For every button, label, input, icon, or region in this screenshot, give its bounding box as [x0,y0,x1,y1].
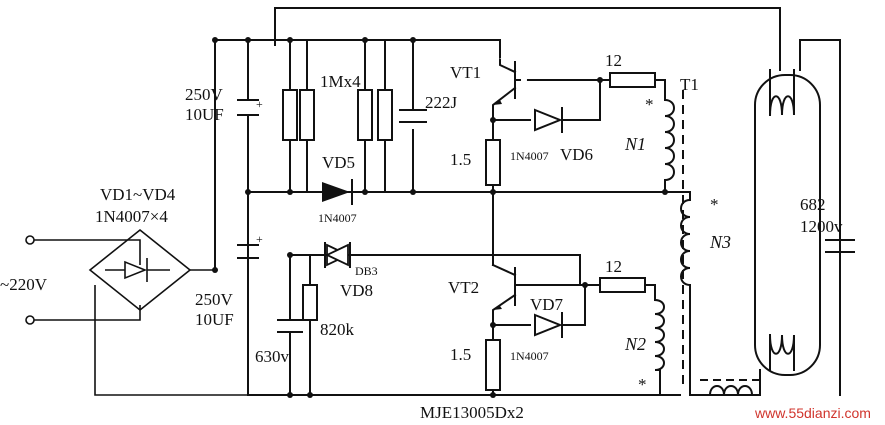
dot-mark-n3: * [710,195,719,214]
wires [30,7,841,396]
coil-n2 [653,298,665,371]
label-vd1-vd4: VD1~VD4 [100,185,176,204]
label-diode-bridge: 1N4007×4 [95,207,168,226]
svg-text:+: + [256,232,263,246]
cap-10uf-top: + [237,97,263,141]
labels: VD1~VD4 1N4007×4 ~220V 250V 10UF 250V 10… [0,51,871,422]
resistor-12-top [609,72,656,88]
label-cap-630v: 630v [255,347,290,366]
label-db3: DB3 [355,264,378,278]
label-vd7: VD7 [530,295,564,314]
label-vd6-part: 1N4007 [510,149,549,163]
label-n1: N1 [624,134,646,154]
label-resistors-1mx4: 1Mx4 [320,72,361,91]
diac-db3 [324,242,351,268]
coil-n1 [663,98,675,182]
dot-mark-n2: * [638,375,647,394]
resistor-12-bottom [599,277,646,293]
label-vt2: VT2 [448,278,479,297]
label-cap-222j: 222J [425,93,458,112]
cap-630v [277,319,303,346]
diode-vd7 [534,312,576,338]
transistor-vt1 [483,58,527,121]
label-mains: ~220V [0,275,48,294]
label-cap-top-capacitance: 10UF [185,105,224,124]
dot-mark-n1: * [645,95,654,114]
coil-n3 [680,198,692,287]
cap-222j [399,109,427,123]
label-r15-bottom: 1.5 [450,345,471,364]
resistor-1-5-top [485,139,501,186]
fluorescent-lamp [754,69,821,376]
label-820k: 820k [320,320,355,339]
label-vd7-part: 1N4007 [510,349,549,363]
resistors-1mx4 [282,89,393,141]
label-vd6: VD6 [560,145,593,164]
label-transistors: MJE13005Dx2 [420,403,524,422]
diode-vd6 [534,107,576,133]
label-vd8: VD8 [340,281,373,300]
watermark: www.55dianzi.com [754,405,871,421]
label-t1: T1 [680,75,699,94]
resistor-820k [302,284,318,321]
label-r15-top: 1.5 [450,150,471,169]
label-cap-1200v: 1200v [800,217,843,236]
label-r12-bottom: 12 [605,257,622,276]
mains-terminals [25,235,35,325]
label-cap-bottom-capacitance: 10UF [195,310,234,329]
label-n3: N3 [709,232,731,252]
label-vt1: VT1 [450,63,481,82]
label-n2: N2 [624,334,646,354]
resistor-1-5-bottom [485,339,501,391]
diode-vd5 [322,179,353,205]
bridge-rectifier [88,228,192,312]
label-cap-682: 682 [800,195,826,214]
cap-682 [825,239,855,253]
ballast-inductor [700,379,765,397]
label-vd5: VD5 [322,153,355,172]
label-vd5-part: 1N4007 [318,211,357,225]
label-cap-top-voltage: 250V [185,85,224,104]
label-r12-top: 12 [605,51,622,70]
svg-text:+: + [256,97,263,111]
label-cap-bottom-voltage: 250V [195,290,234,309]
transistor-vt2 [491,263,521,321]
cap-10uf-bottom: + [237,232,263,259]
